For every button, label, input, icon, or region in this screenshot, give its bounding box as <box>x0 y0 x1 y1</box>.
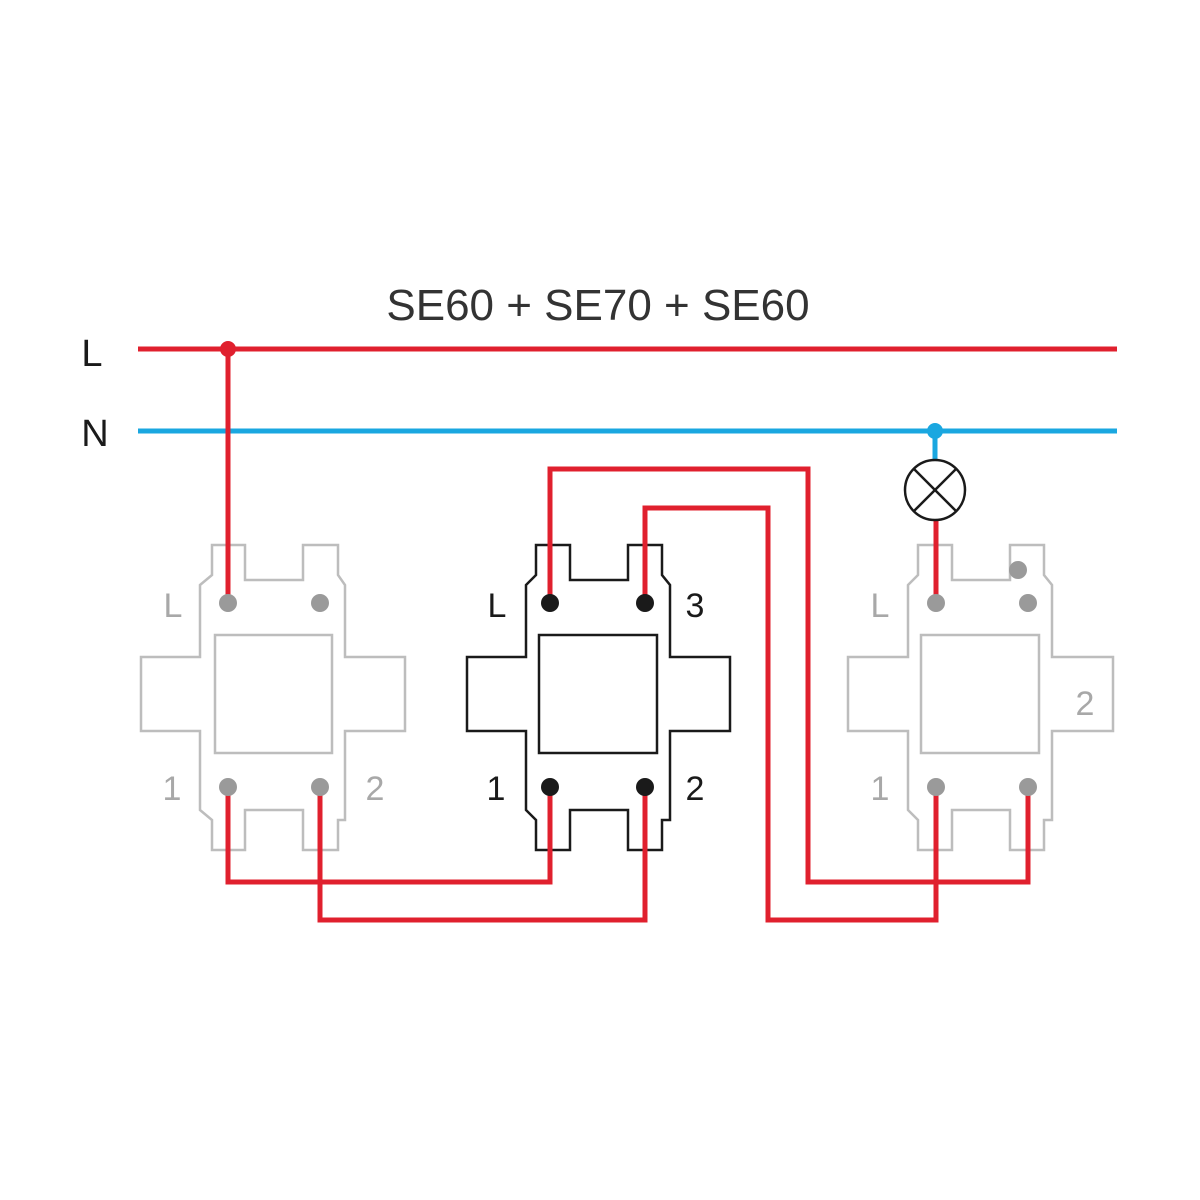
middle-label-1: 1 <box>487 770 506 808</box>
switch-left-outline <box>139 543 407 852</box>
switch-middle-outline <box>465 543 732 852</box>
neutral-label: N <box>81 413 108 455</box>
left-terminal-2 <box>311 778 329 796</box>
left-label-l: L <box>164 587 183 625</box>
left-terminal-l <box>219 594 237 612</box>
neutral-junction-dot <box>927 423 943 439</box>
left-label-2: 2 <box>366 770 385 808</box>
middle-label-l: L <box>488 587 507 625</box>
middle-label-2: 2 <box>686 770 705 808</box>
switch-left <box>139 543 407 852</box>
left-terminal-1 <box>219 778 237 796</box>
right-terminal-2 <box>1019 778 1037 796</box>
wire-middleL-to-right2 <box>547 466 1031 885</box>
right-label-1: 1 <box>871 770 890 808</box>
diagram-title: SE60 + SE70 + SE60 <box>386 281 809 330</box>
middle-terminal-l <box>541 594 559 612</box>
right-label-side-2: 2 <box>1076 685 1095 723</box>
lamp-cross-b <box>913 468 957 512</box>
middle-terminal-3 <box>636 594 654 612</box>
middle-terminal-1 <box>541 778 559 796</box>
line-junction-dot <box>220 341 236 357</box>
switch-right-rocker <box>919 633 1041 755</box>
switch-middle <box>465 543 732 852</box>
right-terminal-extra <box>1009 561 1027 579</box>
switch-right-outline <box>846 543 1115 852</box>
wire-left2-to-middle2 <box>317 787 648 923</box>
left-terminal-top-right <box>311 594 329 612</box>
line-label: L <box>81 333 102 375</box>
switch-middle-rocker <box>537 633 659 755</box>
middle-terminal-2 <box>636 778 654 796</box>
switch-right <box>846 543 1115 852</box>
middle-label-3: 3 <box>686 587 705 625</box>
right-terminal-1 <box>927 778 945 796</box>
right-terminal-l <box>927 594 945 612</box>
lamp-icon <box>903 458 967 522</box>
left-label-1: 1 <box>163 770 182 808</box>
right-terminal-top-right <box>1019 594 1037 612</box>
switch-left-rocker <box>213 633 334 755</box>
right-label-l: L <box>871 587 890 625</box>
wire-left1-to-middle1 <box>225 787 553 885</box>
wire-middle3-to-right1 <box>642 505 939 923</box>
